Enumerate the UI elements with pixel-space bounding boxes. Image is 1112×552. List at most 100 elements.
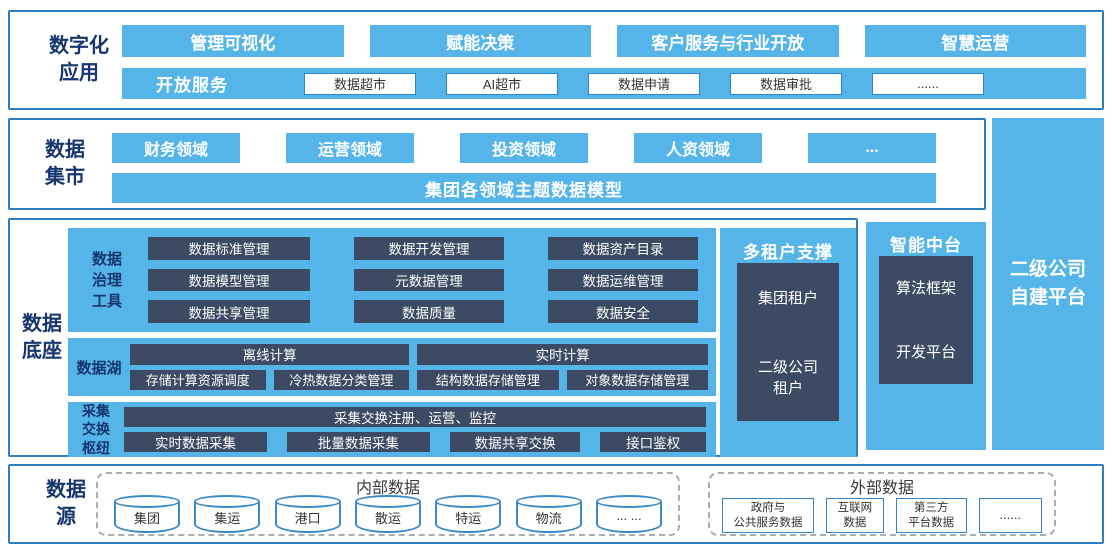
internal-data-group: 内部数据 集团 集运 港口 [96, 472, 680, 536]
ai-box-dev-platform: 开发平台 [879, 320, 973, 384]
domain-box-hr: 人资领域 [634, 133, 762, 163]
app-box-management-visualization: 管理可视化 [122, 25, 344, 57]
data-base-label-line2: 底座 [22, 339, 62, 362]
hub-label-line2: 交换 [82, 421, 110, 438]
open-service-chips: 数据超市 AI超市 数据申请 数据审批 ...... [304, 72, 1086, 95]
app-box-smart-operation: 智慧运营 [864, 25, 1086, 57]
governance-label-line1: 数据 [91, 250, 122, 268]
database-cylinder-shipping: 集运 [194, 495, 261, 533]
cylinder-top [595, 495, 662, 508]
chip-ai-market: AI超市 [446, 72, 558, 95]
gov-box-data-security: 数据安全 [548, 300, 698, 323]
gov-box-standard-mgmt: 数据标准管理 [148, 237, 310, 260]
panel-data-lake: 数据湖 离线计算 存储计算资源调度 冷热数据分类管理 实时计算 结构数据存储管理… [68, 338, 716, 396]
hub-box-api-auth: 接口鉴权 [600, 432, 706, 452]
database-cylinder-bulk: 散运 [354, 495, 421, 533]
domain-box-finance: 财务领域 [112, 133, 240, 163]
panel-collection-exchange-hub: 采集 交换 枢纽 采集交换注册、运营、监控 实时数据采集 批量数据采集 数据共享… [68, 402, 716, 457]
panel-ai-middle-platform: 智能中台 算法框架 开发平台 [866, 222, 986, 450]
multi-tenant-title: 多租户支撑 [743, 243, 833, 262]
subsidiary-title-line2: 自建平台 [1009, 287, 1086, 308]
hub-label-line1: 采集 [82, 403, 110, 420]
external-box-more: ...... [978, 498, 1042, 533]
apps-row: 管理可视化 赋能决策 客户服务与行业开放 智慧运营 [122, 25, 1086, 57]
section-data-base: 数据 底座 数据 治理 工具 数据标准管理 数据开发管理 数据资产目录 数据模型… [8, 218, 858, 457]
chip-data-request: 数据申请 [588, 72, 700, 95]
cylinder-label: 港口 [294, 511, 321, 526]
lake-box-offline-compute: 离线计算 [130, 344, 410, 365]
data-base-label-line1: 数据 [22, 312, 62, 335]
cylinder-top [274, 495, 341, 508]
tenant-box-subsidiary: 二级公司 租户 [737, 334, 839, 421]
domain-box-more: ... [808, 133, 936, 163]
domain-box-operations: 运营领域 [286, 133, 414, 163]
database-cylinder-port: 港口 [274, 495, 341, 533]
subsidiary-title-line1: 二级公司 [1009, 259, 1086, 281]
external-box-third-party: 第三方 平台数据 [895, 498, 967, 533]
data-mart-label: 数据 集市 [30, 120, 100, 208]
governance-label-line3: 工具 [91, 292, 122, 310]
gov-box-metadata-mgmt: 元数据管理 [354, 268, 504, 292]
data-lake-label-text: 数据湖 [76, 359, 122, 377]
lake-box-object-storage: 对象数据存储管理 [566, 369, 708, 390]
domain-box-investment: 投资领域 [460, 133, 588, 163]
panel-multi-tenant: 多租户支撑 集团租户 二级公司 租户 [720, 228, 856, 457]
governance-label: 数据 治理 工具 [68, 228, 146, 332]
section-data-sources: 数据 源 内部数据 集团 集运 港口 [8, 464, 1104, 544]
section-digital-apps: 数字化 应用 管理可视化 赋能决策 客户服务与行业开放 智慧运营 开放服务 数据… [8, 10, 1104, 110]
data-lake-label: 数据湖 [68, 338, 130, 396]
cylinder-top [194, 495, 261, 508]
lake-offline-group: 离线计算 存储计算资源调度 冷热数据分类管理 [130, 344, 410, 390]
governance-label-line2: 治理 [91, 271, 122, 289]
open-service-label: 开放服务 [156, 76, 228, 95]
digital-apps-label-line2: 应用 [59, 62, 99, 84]
chip-data-approval: 数据审批 [730, 72, 842, 95]
cylinder-top [435, 495, 502, 508]
external-data-boxes: 政府与 公共服务数据 互联网 数据 第三方 平台数据 ...... [722, 498, 1042, 533]
panel-data-governance: 数据 治理 工具 数据标准管理 数据开发管理 数据资产目录 数据模型管理 元数据… [68, 228, 716, 332]
gov-box-share-mgmt: 数据共享管理 [148, 300, 310, 323]
ai-box-algorithm-framework: 算法框架 [879, 256, 973, 320]
gov-box-model-mgmt: 数据模型管理 [148, 268, 310, 292]
digital-apps-label: 数字化 应用 [34, 12, 124, 108]
data-mart-label-line1: 数据 [45, 139, 85, 161]
database-cylinder-group: 集团 [114, 495, 180, 533]
gov-box-asset-catalog: 数据资产目录 [548, 237, 698, 260]
external-box-government: 政府与 公共服务数据 [722, 498, 815, 533]
gov-box-ops-mgmt: 数据运维管理 [548, 268, 698, 292]
tenant-box-group: 集团租户 [737, 263, 839, 334]
gov-box-dev-mgmt: 数据开发管理 [354, 237, 504, 260]
panel-subsidiary-self-built: 二级公司 自建平台 [992, 118, 1104, 450]
cylinder-label: ... ... [616, 508, 642, 523]
hub-box-data-share-exchange: 数据共享交换 [449, 432, 581, 452]
hub-box-realtime-collect: 实时数据采集 [124, 432, 267, 452]
digital-apps-label-line1: 数字化 [49, 35, 109, 57]
cylinder-label: 物流 [535, 511, 562, 526]
theme-data-model-bar: 集团各领域主题数据模型 [112, 173, 936, 203]
cylinder-label: 特运 [455, 511, 482, 526]
data-source-label-line1: 数据 [46, 479, 86, 501]
cylinder-top [114, 495, 180, 508]
hub-label-line3: 枢纽 [82, 439, 110, 456]
app-box-decision-enablement: 赋能决策 [369, 25, 591, 57]
ai-platform-title: 智能中台 [890, 236, 962, 255]
database-cylinder-more: ... ... [595, 495, 662, 533]
external-data-group: 外部数据 政府与 公共服务数据 互联网 数据 第三方 平台数据 ...... [708, 472, 1056, 536]
cylinder-body [274, 502, 341, 533]
external-box-internet: 互联网 数据 [826, 498, 884, 533]
lake-box-resource-scheduling: 存储计算资源调度 [130, 369, 266, 390]
chip-data-market: 数据超市 [304, 72, 416, 95]
data-source-label-line2: 源 [56, 506, 76, 528]
internal-data-title: 内部数据 [355, 480, 420, 497]
chip-more-services: ...... [872, 72, 984, 95]
cylinder-top [515, 495, 582, 508]
app-box-customer-service: 客户服务与行业开放 [617, 25, 839, 57]
lake-box-realtime-compute: 实时计算 [417, 344, 708, 365]
cylinder-label: 散运 [374, 511, 401, 526]
cylinder-label: 集团 [133, 511, 160, 526]
governance-grid: 数据标准管理 数据开发管理 数据资产目录 数据模型管理 元数据管理 数据运维管理… [148, 237, 698, 323]
hub-bar-register-operate-monitor: 采集交换注册、运营、监控 [124, 407, 706, 427]
lake-box-structured-storage: 结构数据存储管理 [417, 369, 559, 390]
domains-row: 财务领域 运营领域 投资领域 人资领域 ... [112, 133, 936, 163]
